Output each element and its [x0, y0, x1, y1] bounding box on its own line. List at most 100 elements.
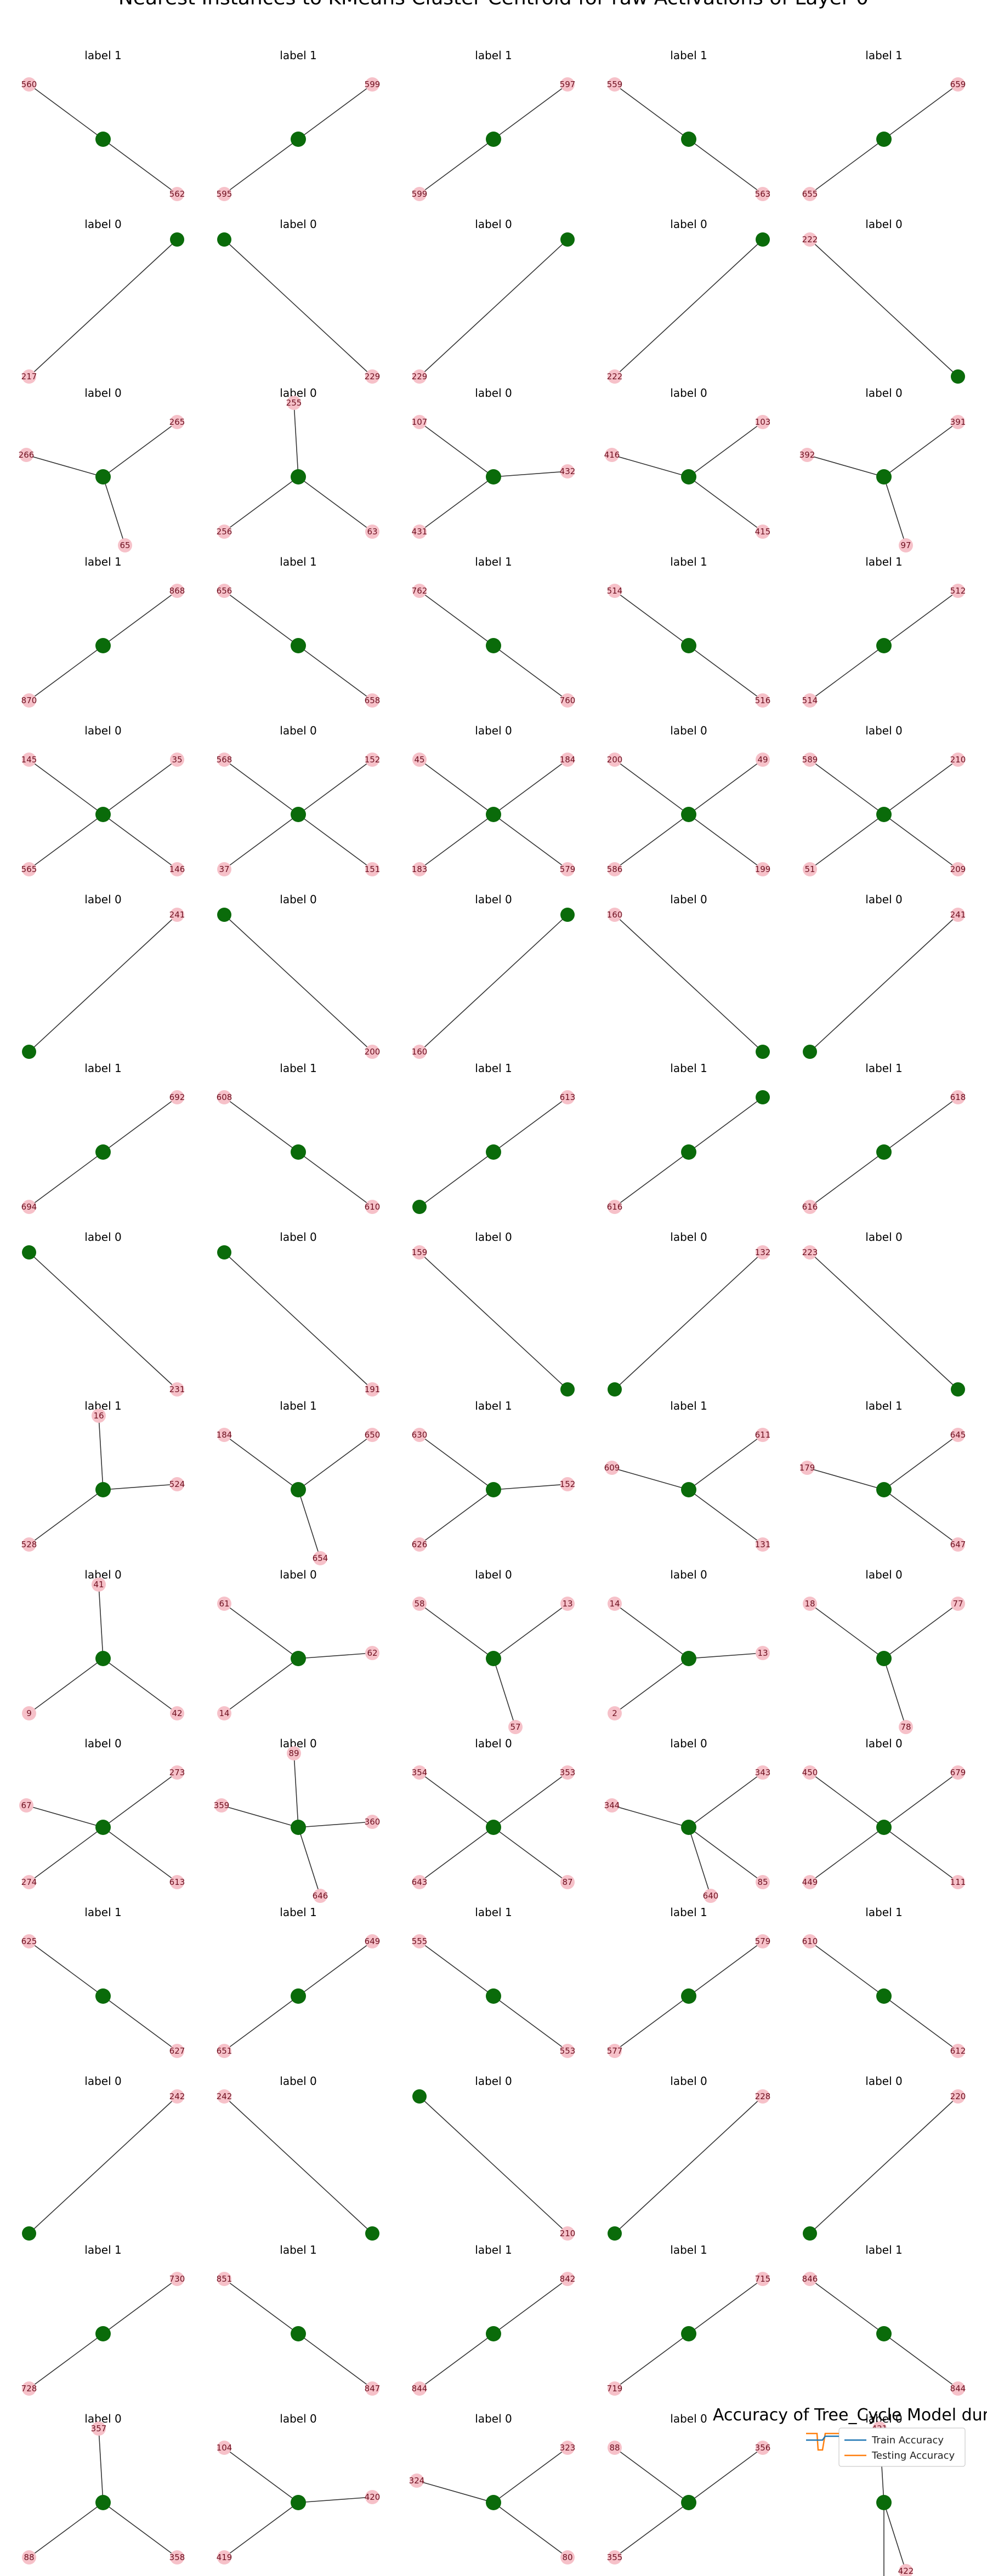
panel-label: label 1: [280, 1399, 316, 1412]
graph-edge: [224, 239, 373, 377]
center-node: [681, 1820, 696, 1835]
center-node: [291, 132, 306, 147]
graph-edge: [224, 914, 373, 1052]
center-node: [486, 1820, 501, 1835]
leaf-node: [170, 2272, 184, 2286]
node-id: 41: [93, 1580, 104, 1589]
panel-label: label 1: [84, 1062, 121, 1075]
panel-label: label 0: [280, 893, 316, 906]
graph-edge: [29, 759, 104, 815]
panel-label: label 0: [475, 724, 512, 737]
leaf-node: [19, 448, 33, 462]
node-id: 88: [24, 2552, 34, 2562]
center-node: [560, 232, 575, 247]
center-node: [756, 1045, 770, 1059]
panel-label: label 0: [670, 218, 707, 231]
leaf-node: [365, 1815, 379, 1829]
leaf-node: [608, 1200, 622, 1214]
node-id: 419: [217, 2552, 232, 2562]
node-id: 626: [412, 1540, 428, 1549]
panel-label: label 0: [670, 2075, 707, 2088]
leaf-node: [22, 77, 36, 92]
center-node: [951, 1382, 965, 1397]
center-node: [876, 2495, 892, 2510]
leaf-node: [951, 1537, 965, 1552]
node-id: 45: [414, 755, 424, 765]
graph-edge: [103, 1658, 178, 1714]
leaf-node: [217, 1428, 231, 1442]
graph-edge: [883, 814, 958, 870]
leaf-node: [412, 525, 427, 539]
leaf-node: [560, 2441, 575, 2455]
node-id: 640: [703, 1891, 719, 1901]
center-node: [876, 638, 892, 653]
leaf-node: [217, 584, 231, 598]
panel-label: label 1: [84, 2243, 121, 2256]
center-node: [876, 1482, 892, 1497]
graph-edge: [614, 814, 689, 870]
leaf-node: [287, 1746, 301, 1760]
graph-edge: [883, 1772, 958, 1828]
leaf-node: [214, 1798, 229, 1813]
graph-edge: [224, 1658, 299, 1714]
node-id: 65: [120, 540, 130, 550]
node-id: 184: [217, 1430, 232, 1440]
panel-label: label 0: [84, 724, 121, 737]
node-id: 608: [217, 1092, 232, 1102]
panel-label: label 0: [84, 1737, 121, 1750]
leaf-node: [803, 1875, 817, 1889]
leaf-node: [951, 1875, 965, 1889]
panel-label: label 0: [84, 1230, 121, 1244]
graph-edge: [419, 814, 494, 870]
leaf-node: [412, 584, 427, 598]
panel-label: label 0: [475, 893, 512, 906]
node-id: 107: [412, 417, 428, 427]
panel-label: label 0: [475, 218, 512, 231]
graph-edge: [493, 471, 568, 477]
leaf-node: [560, 753, 575, 767]
leaf-node: [170, 2089, 184, 2104]
panel-label: label 0: [280, 218, 316, 231]
center-node: [681, 132, 696, 147]
node-id: 200: [365, 1047, 381, 1057]
panel-label: label 0: [475, 1230, 512, 1244]
leaf-node: [365, 77, 379, 92]
node-id: 651: [217, 2046, 232, 2056]
leaf-node: [217, 2441, 231, 2455]
node-id: 184: [560, 755, 576, 765]
node-id: 610: [365, 1202, 381, 1212]
panel-label: label 1: [280, 49, 316, 62]
center-node: [876, 1820, 892, 1835]
node-id: 730: [169, 2274, 185, 2284]
node-id: 103: [755, 417, 771, 427]
node-id: 242: [217, 2091, 232, 2101]
node-id: 625: [21, 1936, 37, 1946]
graph-edge: [29, 2333, 104, 2389]
node-id: 199: [755, 864, 771, 874]
center-node: [291, 1482, 306, 1497]
node-id: 78: [900, 1722, 911, 1732]
panel-label: label 0: [475, 2412, 512, 2425]
node-id: 57: [510, 1722, 520, 1732]
node-id: 229: [365, 372, 381, 381]
graph-edge: [614, 914, 763, 1052]
leaf-node: [608, 862, 622, 876]
leaf-node: [365, 2490, 379, 2504]
leaf-node: [756, 2272, 770, 2286]
leaf-node: [951, 415, 965, 429]
graph-edge: [688, 1772, 763, 1828]
node-id: 220: [950, 2091, 966, 2101]
leaf-node: [803, 187, 817, 201]
node-id: 231: [169, 1384, 185, 1394]
panel-label: label 0: [670, 386, 707, 400]
node-id: 145: [21, 755, 37, 765]
